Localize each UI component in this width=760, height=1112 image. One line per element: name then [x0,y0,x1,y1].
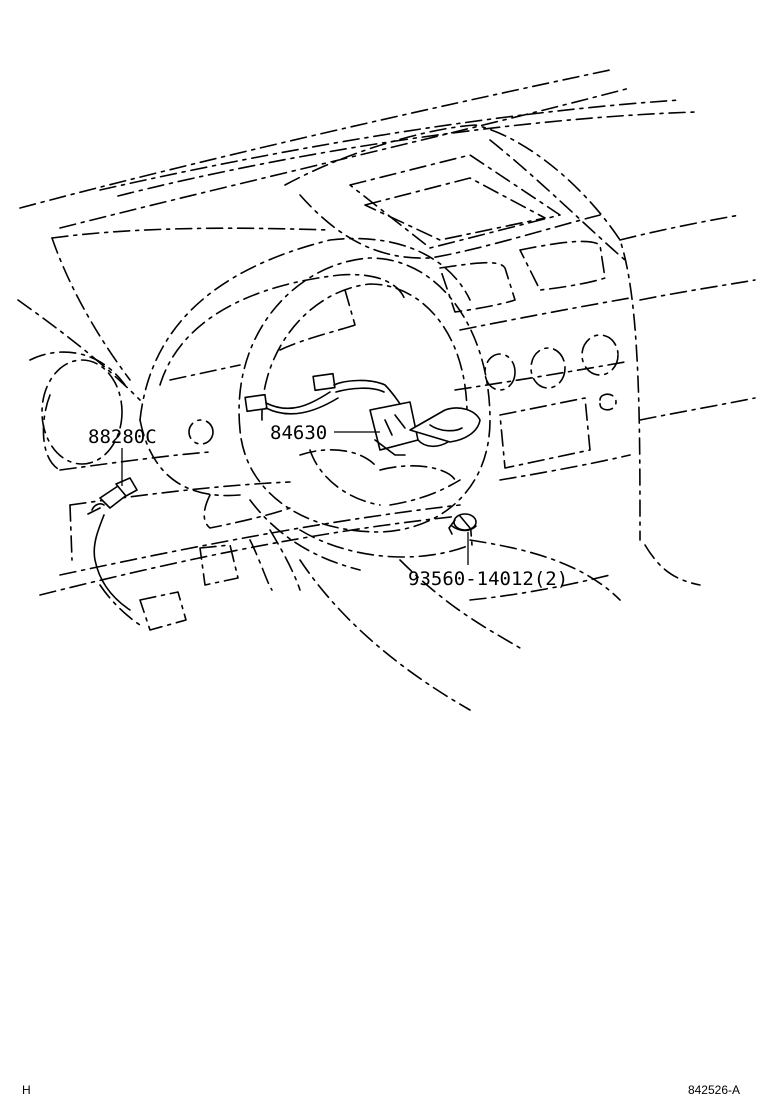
center-console [284,124,641,546]
bolt-part [448,513,477,535]
center-vents [41,334,619,465]
callout-84630: 84630 [270,422,327,444]
callout-88280c: 88280C [88,426,157,448]
dashboard-outline [17,69,756,711]
leader-lines [121,431,469,565]
sensor-part [87,477,138,611]
callout-93560-14012: 93560-14012(2) [408,568,568,590]
footer-illustration-code: 842526-A [688,1083,740,1097]
steering-wheel [238,257,491,571]
steering-column-pedals [99,494,301,631]
spiral-cable-harness [244,372,481,456]
instrument-cluster [139,237,471,497]
footer-left-code: H [22,1083,31,1097]
